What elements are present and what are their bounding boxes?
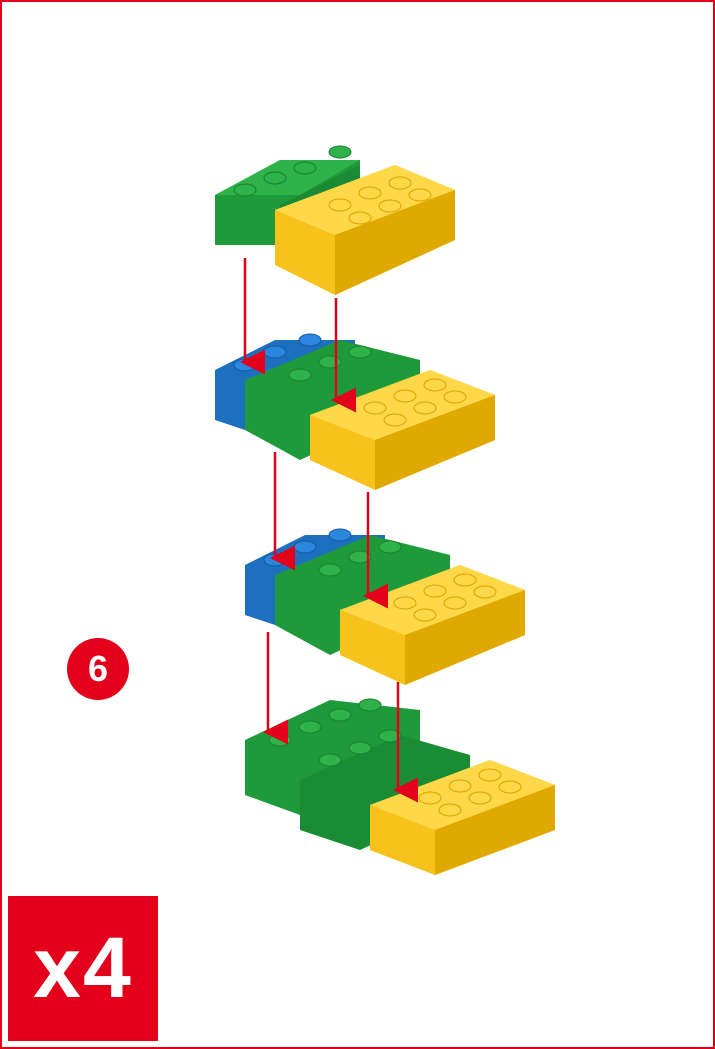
step-number: 6 xyxy=(87,648,109,689)
quantity-badge: x4 xyxy=(8,896,158,1041)
quantity-label: x4 xyxy=(33,920,133,1016)
step-number-badge: 6 xyxy=(67,638,129,700)
layer-4 xyxy=(245,698,555,875)
layer-1 xyxy=(215,145,455,295)
layer-3 xyxy=(245,528,525,685)
assembly-arrows xyxy=(240,258,418,803)
layer-2 xyxy=(215,333,495,490)
